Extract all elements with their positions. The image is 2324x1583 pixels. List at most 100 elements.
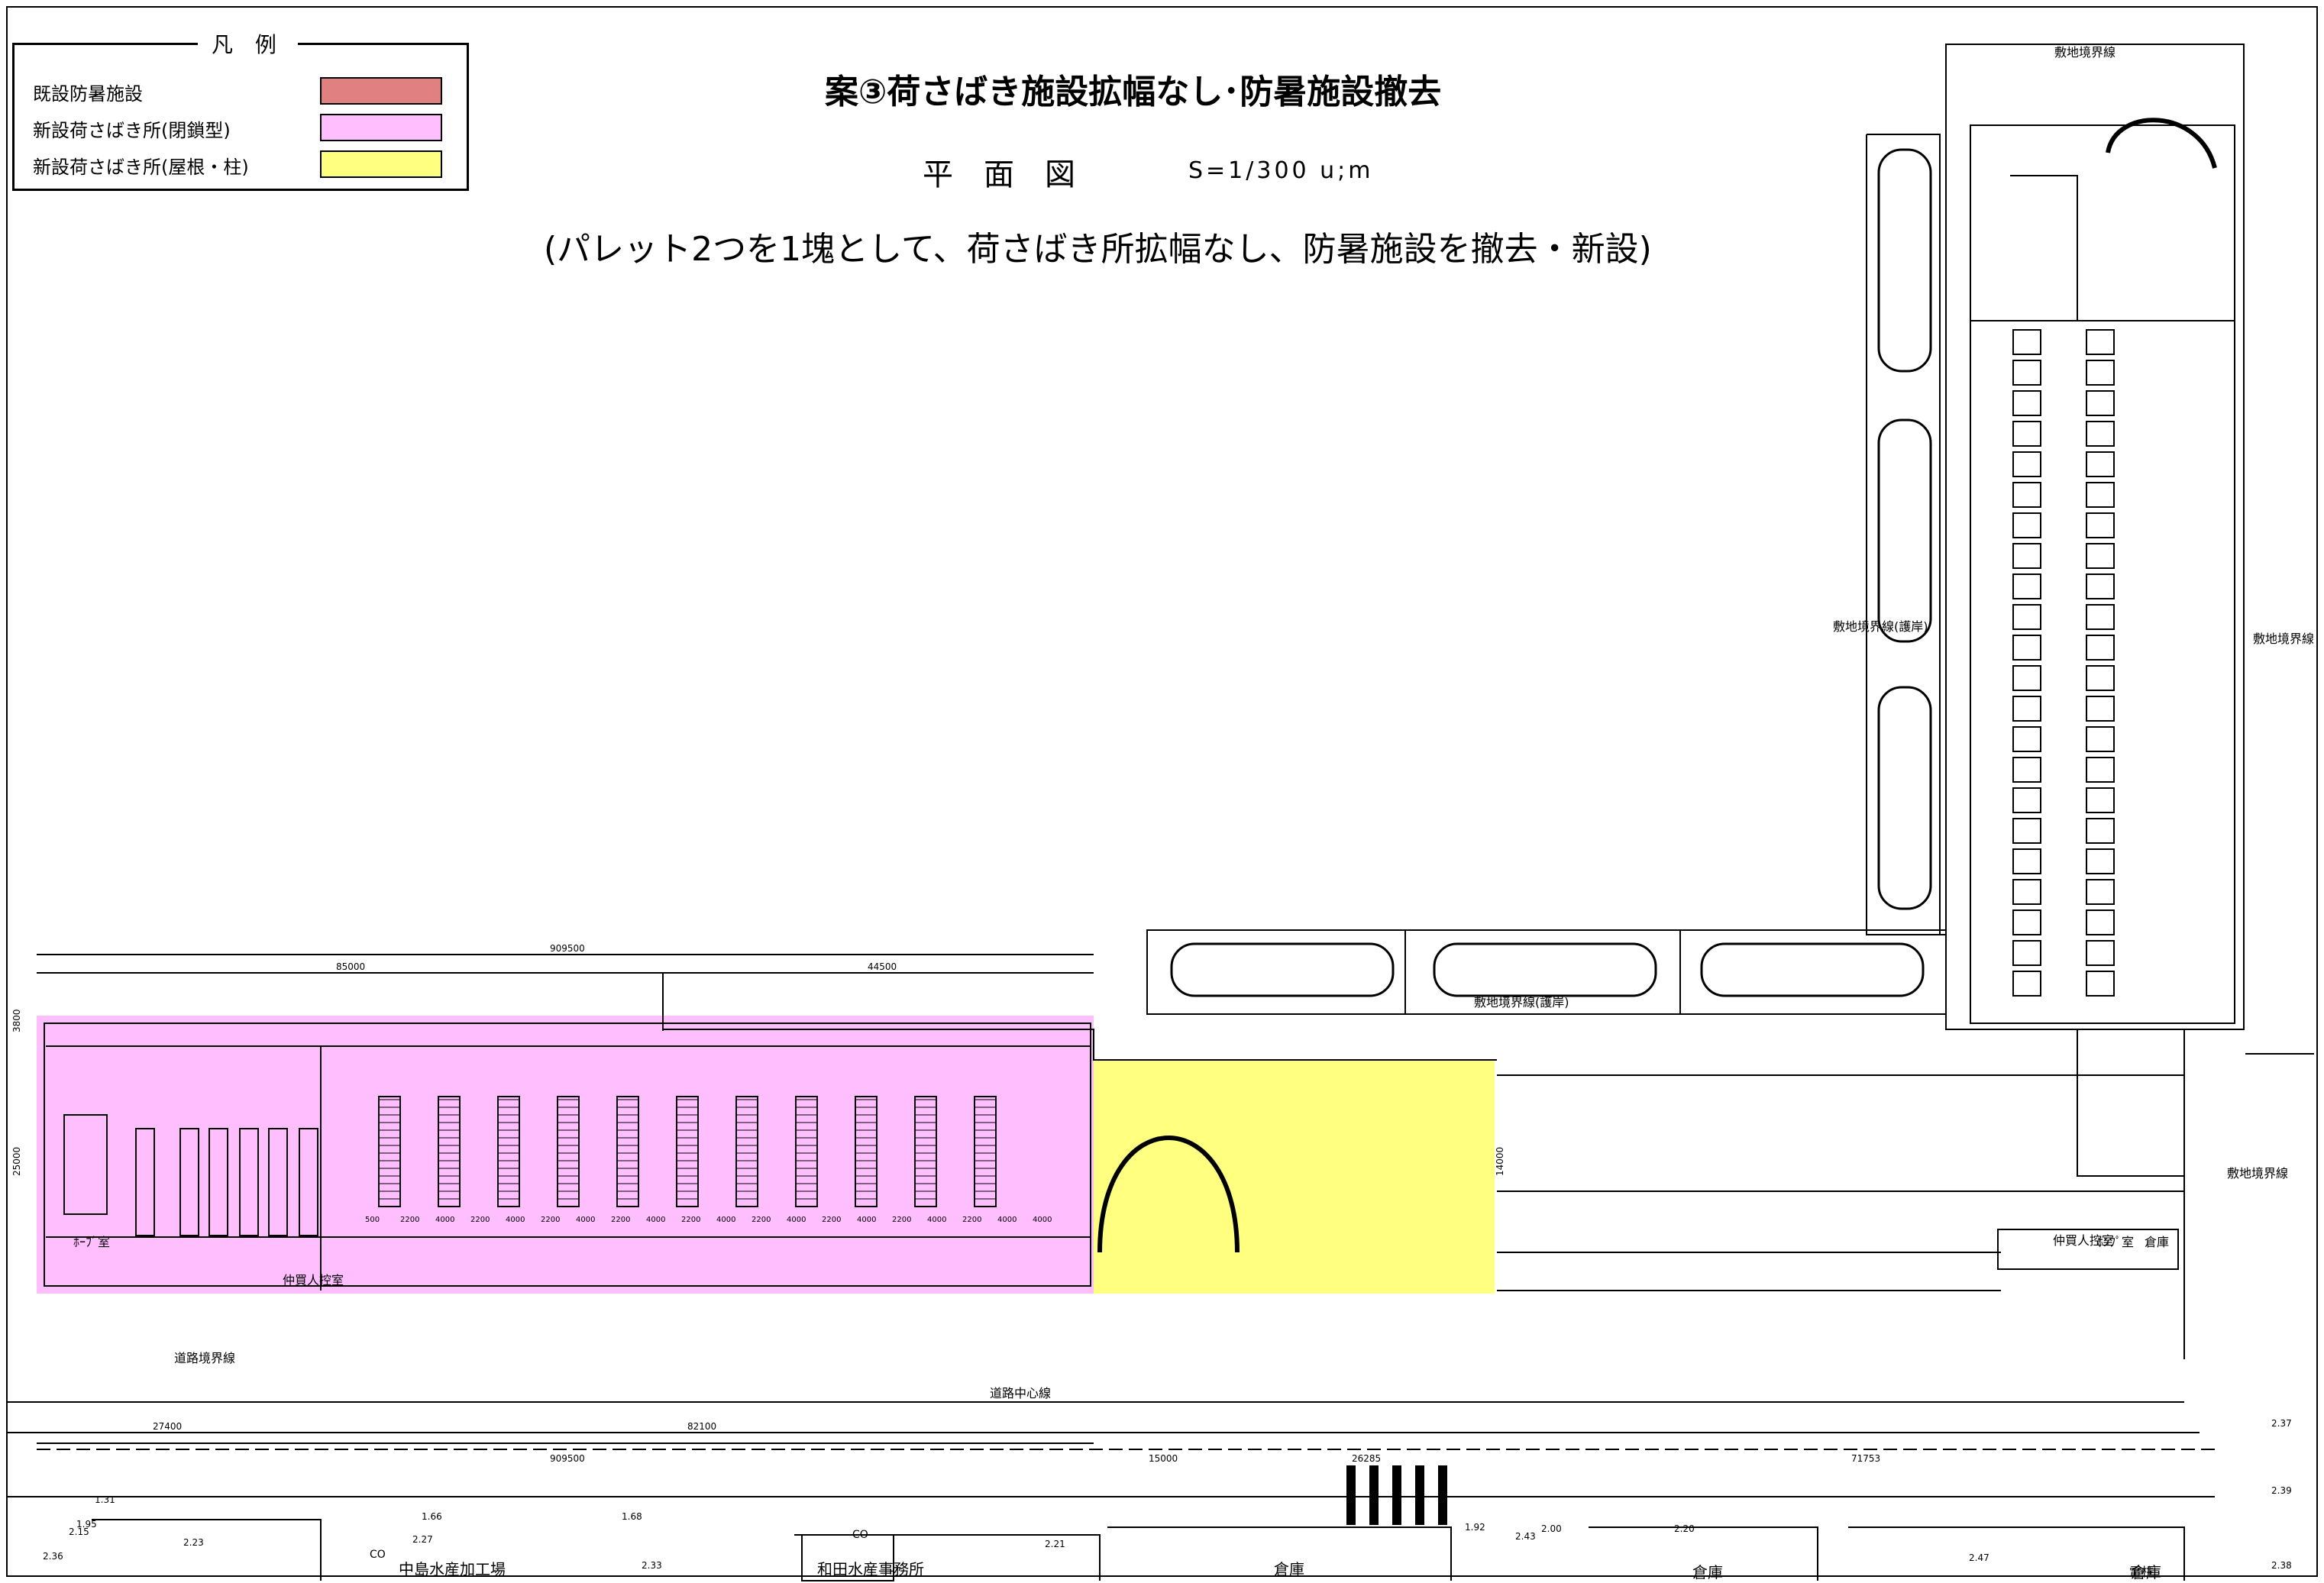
pallet-rack [974,1096,997,1207]
elevation-label: 2.36 [43,1551,63,1562]
dim-bottom-2: 82100 [687,1421,716,1432]
grid-cell [2086,665,2115,691]
grid-cell [2012,696,2041,722]
grid-cell [2012,512,2041,538]
plan-note: (パレット2つを1塊として、荷さばき所拡幅なし、防暑施設を撤去・新設) [544,230,1652,269]
boundary-lower-right-label: 敷地境界線 [2227,1166,2288,1181]
grid-cell [2012,757,2041,783]
grid-cell [2012,848,2041,874]
elevation-label: 2.00 [1541,1523,1562,1534]
elevation-label: 2.38 [2271,1560,2292,1571]
grid-cell [2012,787,2041,813]
dim-side-1: 3800 [11,1009,22,1032]
grid-cell [2086,940,2115,966]
grid-cell [2086,971,2115,997]
grid-cell [2086,390,2115,416]
bay-dimension-label: 4000 [646,1216,665,1224]
boundary-mid2-label: 敷地境界線(護岸) [1474,995,1569,1010]
closed-loading-area [37,1016,1094,1294]
bay-dimension-label: 4000 [787,1216,806,1224]
grid-cell [2086,482,2115,508]
grid-cell [2086,451,2115,477]
bay-dimension-label: 2200 [822,1216,841,1224]
grid-cell [2012,390,2041,416]
grid-cell [2086,818,2115,844]
co-mark-2: CO [852,1529,868,1541]
grid-cell [2086,329,2115,355]
grid-cell [2086,543,2115,569]
boundary-top-label: 敷地境界線 [2054,45,2116,60]
legend-swatch-closed [320,114,442,141]
grid-cell [2086,604,2115,630]
drying-room-label: ﾎｰﾌﾞ室 [73,1235,110,1249]
pallet-rack [557,1096,580,1207]
bay-dimension-label: 4000 [576,1216,595,1224]
dim-bottom-4: 15000 [1149,1453,1178,1464]
grid-cell [2086,787,2115,813]
bay-dimension-label: 2200 [541,1216,560,1224]
bottom-building-3: 倉庫 [1274,1560,1304,1578]
pallet-rack [497,1096,520,1207]
pallet-rack [378,1096,401,1207]
legend-swatch-existing [320,77,442,105]
dim-top-left: 85000 [336,961,365,972]
boat [1170,942,1395,997]
pallet-rack [914,1096,937,1207]
scale-label: S=1/300 u;m [1188,157,1374,184]
bottom-building-4: 倉庫 [1692,1563,1723,1581]
dim-bottom-6: 71753 [1851,1453,1880,1464]
bay-dimension-label: 2200 [611,1216,630,1224]
pallet-rack [616,1096,639,1207]
road-boundary-label: 道路境界線 [174,1351,235,1365]
boundary-right-label: 敷地境界線 [2253,632,2314,646]
grid-cell [2086,879,2115,905]
storage-grid [2012,329,2115,997]
boat [1433,942,1657,997]
dim-top-total: 909500 [550,943,585,954]
road-center-label: 道路中心線 [990,1386,1051,1400]
right-building [1945,44,2245,1030]
boats [1170,148,1932,997]
dim-side-3: 14000 [1495,1147,1505,1176]
grid-cell [2086,909,2115,935]
legend-label-roof: 新設荷さばき所(屋根・柱) [33,157,249,178]
grid-cell [2012,909,2041,935]
bay-dimension-label: 2200 [681,1216,700,1224]
grid-cell [2012,940,2041,966]
bay-dimension-label: 4000 [857,1216,876,1224]
grid-cell [2012,635,2041,661]
grid-cell [2086,726,2115,752]
bay-dimension-label: 2200 [752,1216,771,1224]
bottom-building-5: 倉庫 [2131,1563,2161,1581]
grid-cell [2012,818,2041,844]
grid-cell [2012,879,2041,905]
legend: 凡 例 既設防暑施設 新設荷さばき所(閉鎖型) 新設荷さばき所(屋根・柱) [12,28,469,191]
dim-bottom-1: 27400 [153,1421,182,1432]
elevation-label: 2.47 [1969,1552,1989,1563]
grid-cell [2086,848,2115,874]
elevation-label: 1.31 [95,1494,115,1505]
grid-cell [2012,971,2041,997]
plan-title: 平面図 [923,157,1106,192]
grid-cell [2012,329,2041,355]
grid-cell [2012,543,2041,569]
boat [1877,148,1932,373]
grid-cell [2012,451,2041,477]
grid-cell [2086,696,2115,722]
closed-building-outline [44,1022,1091,1287]
bay-dimension-label: 4000 [506,1216,525,1224]
pump-room-label: ﾎﾝﾌﾟ室 [2097,1235,2134,1249]
grid-cell [2086,512,2115,538]
utility-pole-label: 電柱 [2129,1565,2154,1579]
dim-top-right: 44500 [868,961,897,972]
pallet-racks [378,1096,997,1207]
broker-room-left: 仲買人控室 [283,1273,344,1287]
pallet-rack [735,1096,758,1207]
legend-label-closed: 新設荷さばき所(閉鎖型) [33,120,231,141]
grid-cell [2012,665,2041,691]
elevation-label: 2.37 [2271,1418,2292,1429]
elevation-label: 2.43 [1515,1531,1536,1542]
grid-cell [2012,573,2041,599]
elevation-label: 1.95 [76,1519,97,1530]
